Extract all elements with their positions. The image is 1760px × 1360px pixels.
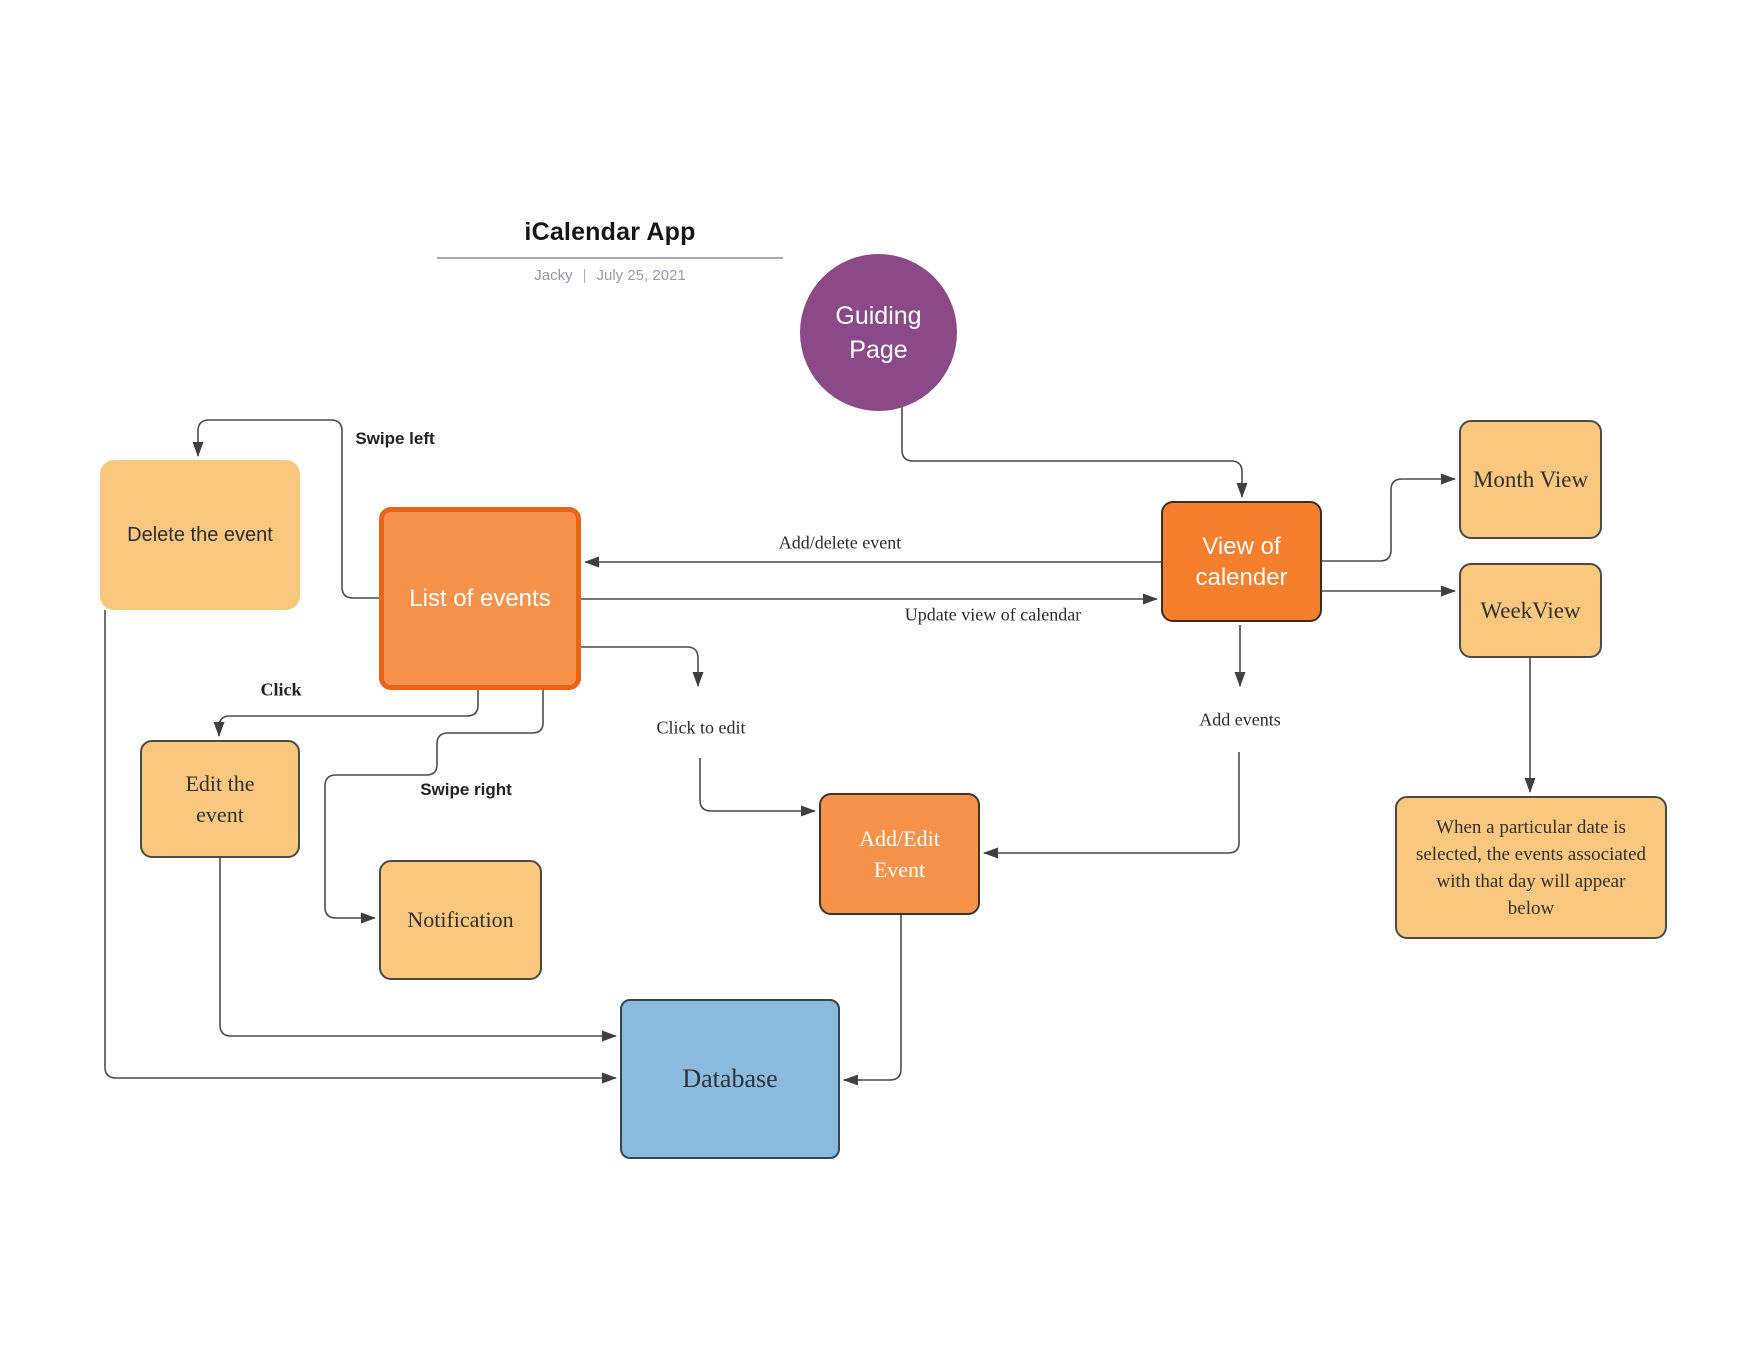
node-list-of-events[interactable]: List of events bbox=[379, 507, 581, 690]
edge-click-to-edit-upper bbox=[581, 646, 704, 687]
edge-click bbox=[213, 690, 479, 737]
node-delete-the-event-label: Delete the event bbox=[127, 523, 273, 546]
edge-add-events-lower bbox=[983, 752, 1240, 859]
subtitle-separator: | bbox=[582, 267, 587, 284]
node-week-view-label: WeekView bbox=[1480, 597, 1581, 623]
edge-label-swipe-right: Swipe right bbox=[420, 780, 512, 799]
node-date-selected-note[interactable]: When a particular date is selected, the … bbox=[1395, 796, 1667, 939]
node-guiding-page[interactable]: Guiding Page bbox=[800, 254, 957, 411]
edge-label-update-view: Update view of calendar bbox=[904, 604, 1082, 625]
node-add-edit-event[interactable]: Add/Edit Event bbox=[819, 793, 980, 915]
edge-swipe-left bbox=[192, 419, 379, 599]
node-delete-the-event[interactable]: Delete the event bbox=[100, 460, 300, 610]
edge-addedit-to-database bbox=[843, 915, 902, 1086]
edge-label-swipe-left: Swipe left bbox=[355, 429, 435, 448]
node-database[interactable]: Database bbox=[620, 999, 840, 1159]
title-subline: Jacky | July 25, 2021 bbox=[437, 267, 783, 284]
edge-label-click: Click bbox=[260, 679, 302, 700]
edge-delete-to-database bbox=[104, 610, 617, 1084]
edge-click-to-edit-lower bbox=[699, 758, 816, 817]
node-date-selected-note-label: When a particular date is selected, the … bbox=[1415, 816, 1646, 919]
node-month-view-label: Month View bbox=[1472, 466, 1589, 492]
edge-label-click-to-edit: Click to edit bbox=[656, 717, 746, 738]
edge-label-add-delete-event: Add/delete event bbox=[778, 532, 902, 553]
node-month-view[interactable]: Month View bbox=[1459, 420, 1602, 539]
title-block: iCalendar App Jacky | July 25, 2021 bbox=[437, 218, 783, 284]
node-edit-the-event[interactable]: Edit the event bbox=[140, 740, 300, 858]
edge-guiding-to-view bbox=[901, 405, 1248, 498]
node-view-of-calender-label: View of calender bbox=[1195, 532, 1288, 591]
node-notification-label: Notification bbox=[407, 907, 514, 932]
edge-swipe-right bbox=[324, 690, 544, 924]
node-list-of-events-label: List of events bbox=[409, 584, 551, 612]
edge-edit-to-database bbox=[219, 858, 617, 1042]
author-name: Jacky bbox=[534, 267, 573, 284]
node-edit-the-event-label: Edit the event bbox=[185, 771, 255, 827]
node-guiding-page-label: Guiding Page bbox=[835, 301, 922, 364]
node-database-label: Database bbox=[682, 1064, 778, 1093]
node-week-view[interactable]: WeekView bbox=[1459, 563, 1602, 658]
page-title: iCalendar App bbox=[437, 218, 783, 259]
node-add-edit-event-label: Add/Edit Event bbox=[859, 826, 940, 882]
diagram-date: July 25, 2021 bbox=[596, 267, 686, 284]
edge-label-add-events: Add events bbox=[1199, 709, 1281, 730]
node-notification[interactable]: Notification bbox=[379, 860, 542, 980]
node-view-of-calender[interactable]: View of calender bbox=[1161, 501, 1322, 622]
edge-view-to-month bbox=[1322, 473, 1456, 562]
